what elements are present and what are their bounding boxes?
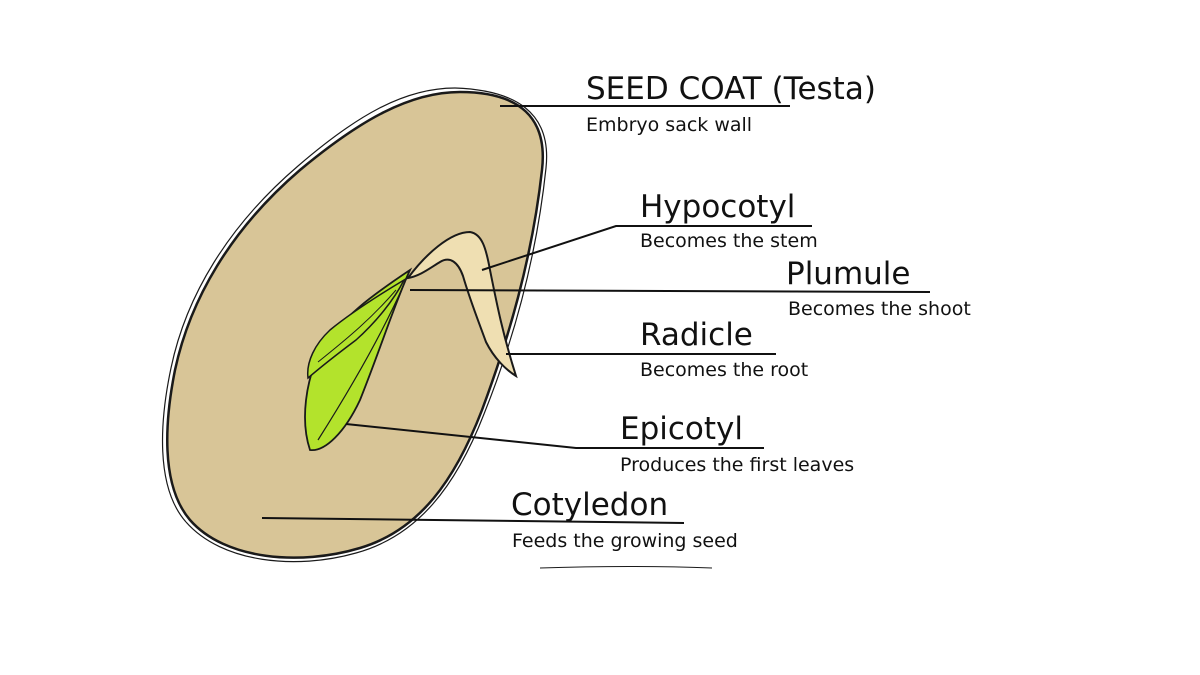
plumule-desc: Becomes the shoot [788, 298, 971, 320]
seed-coat-desc: Embryo sack wall [586, 114, 753, 136]
epicotyl-desc: Produces the first leaves [620, 454, 855, 476]
radicle-desc: Becomes the root [640, 359, 809, 381]
seed-coat-title: SEED COAT (Testa) [586, 74, 876, 105]
seed-base-sketch [539, 566, 713, 569]
radicle-title: Radicle [640, 317, 753, 353]
plumule-title: Plumule [786, 256, 911, 292]
plumule-leaf-2 [307, 278, 406, 380]
seed-coat-title-suffix: (Testa) [761, 71, 876, 107]
seed-coat-title-main: SEED COAT [586, 71, 762, 107]
seed-outline-sketch-2 [161, 87, 456, 523]
leaf-vein [317, 281, 406, 441]
cotyledon-title: Cotyledon [511, 487, 669, 523]
hypocotyl-leader [481, 225, 812, 271]
hypocotyl-desc: Becomes the stem [640, 230, 818, 252]
cotyledon-leader [261, 517, 685, 524]
cotyledon-desc: Feeds the growing seed [512, 530, 738, 552]
hypocotyl-title: Hypocotyl [640, 189, 796, 225]
seed-outline-sketch [185, 87, 548, 563]
epicotyl-title: Epicotyl [620, 411, 744, 447]
leaf-vein-2 [317, 289, 397, 363]
plumule-leader [409, 289, 931, 293]
epicotyl-leader [345, 423, 764, 449]
